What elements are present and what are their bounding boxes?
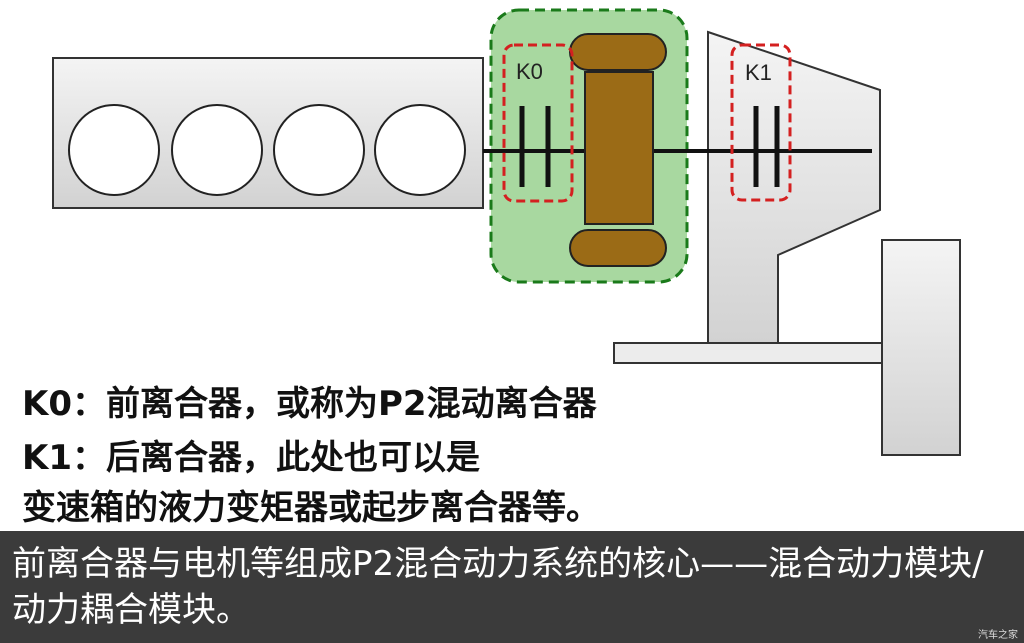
legend-k1-continued: 变速箱的液力变矩器或起步离合器等。 (22, 488, 600, 528)
wheel (881, 239, 961, 456)
motor-stator-top (569, 33, 667, 71)
legend-k0: K0：前离合器，或称为P2混动离合器 (22, 384, 597, 424)
engine-block (52, 57, 484, 209)
caption-text: 前离合器与电机等组成P2混合动力系统的核心——混合动力模块/动力耦合模块。 (12, 544, 984, 630)
engine-cylinder-2 (171, 104, 263, 196)
engine-cylinder-4 (374, 104, 466, 196)
k1-clutch: K1 (730, 43, 792, 202)
k0-label: K0 (516, 59, 543, 84)
k0-clutch: K0 (502, 43, 574, 203)
watermark: 汽车之家 (978, 630, 1018, 641)
caption-bar: 前离合器与电机等组成P2混合动力系统的核心——混合动力模块/动力耦合模块。 汽车… (0, 531, 1024, 643)
engine-cylinder-3 (273, 104, 365, 196)
motor-stator-bottom (569, 229, 667, 267)
k0-highlight-box (502, 43, 574, 203)
powertrain-diagram: K0 K1 (52, 8, 961, 456)
k1-highlight-box (730, 43, 792, 202)
motor-rotor (584, 71, 654, 225)
engine-cylinder-1 (68, 104, 160, 196)
electric-motor (569, 33, 667, 267)
output-shaft (613, 342, 885, 364)
legend-k1: K1：后离合器，此处也可以是 (22, 438, 481, 478)
transmission-housing (707, 30, 881, 346)
k1-label: K1 (745, 60, 772, 85)
